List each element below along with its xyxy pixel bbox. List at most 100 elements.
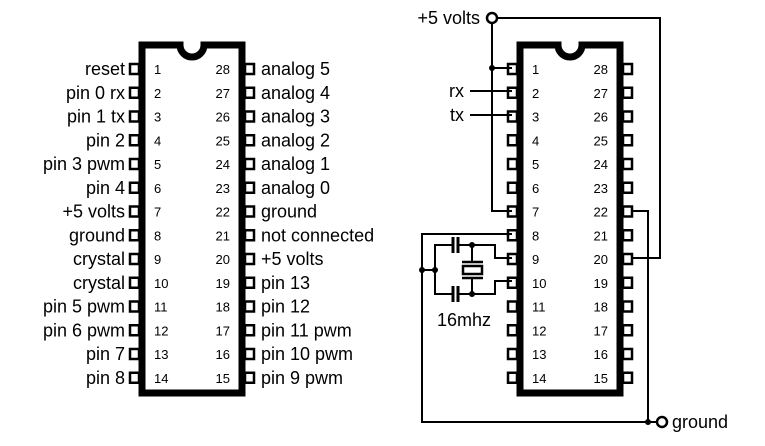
ground-label: ground [672,412,728,432]
pin-label: pin 6 pwm [43,320,125,340]
pin-right-17 [243,324,256,337]
pin-label: pin 2 [86,130,125,150]
pin-right-15 [243,371,256,384]
pin-number: 1 [532,62,539,77]
pin-number: 4 [154,133,161,148]
pin-number: 26 [594,110,608,125]
pin-left-3 [128,110,141,123]
pin-left-14 [128,371,141,384]
pin-number: 16 [594,347,608,362]
pin-label: analog 1 [261,154,330,174]
pin-number: 23 [216,181,230,196]
pin-left-3 [506,110,519,123]
pin-left-10 [128,276,141,289]
pin-right-25 [621,134,634,147]
pin-right-28 [621,62,634,76]
pin-number: 4 [532,133,539,148]
pin-number: 7 [532,205,539,220]
pin-number: 6 [154,181,161,196]
pin-number: 9 [532,252,539,267]
pin-number: 17 [594,323,608,338]
pin-label: ground [261,202,317,222]
pin-number: 21 [216,228,230,243]
pin-number: 25 [594,133,608,148]
pin-right-16 [621,347,634,361]
pin-number: 2 [532,86,539,101]
pin-number: 13 [154,347,168,362]
pin-right-15 [621,371,634,384]
pin-number: 22 [216,205,230,220]
pin-number: 1 [154,62,161,77]
pin-number: 13 [532,347,546,362]
crystal [461,242,484,297]
pin-number: 15 [216,371,230,386]
pin-right-23 [243,181,256,194]
pin-number: 3 [532,110,539,125]
pin-label: analog 3 [261,107,330,127]
pin-right-16 [243,347,256,361]
pin-number: 21 [594,228,608,243]
pin-label: pin 0 rx [66,83,125,103]
pin-label: pin 8 [86,368,125,388]
pin-right-27 [621,86,634,99]
pin-number: 17 [216,323,230,338]
pin-number: 5 [154,157,161,172]
pin-label: crystal [73,249,125,269]
pin-number: 10 [154,276,168,291]
pin-right-24 [243,157,256,171]
pin-left-9 [128,252,141,266]
pin-label: pin 3 pwm [43,154,125,174]
capacitor-bottom [451,286,460,302]
pin-number: 25 [216,133,230,148]
pin-right-25 [243,134,256,147]
pin-label: pin 11 pwm [261,320,352,340]
pin-number: 22 [594,205,608,220]
pin-label: reset [85,59,125,79]
pin-label: analog 2 [261,130,330,150]
pin-number: 26 [216,110,230,125]
pin-left-11 [506,300,519,313]
pin-label: analog 0 [261,178,330,198]
pin-left-5 [506,157,519,171]
pin-label: +5 volts [62,202,125,222]
pin-label: analog 4 [261,83,330,103]
pin-left-12 [128,324,141,337]
pin-right-20 [621,252,634,266]
pin-number: 27 [216,86,230,101]
pin-right-20 [243,252,256,266]
pin-label: analog 5 [261,59,330,79]
pin-label: not connected [261,225,374,245]
pin-label: pin 12 [261,297,310,317]
pin-number: 12 [532,323,546,338]
pin-left-7 [128,205,141,218]
pin-right-19 [621,276,634,289]
pin-label: pin 9 pwm [261,368,343,388]
pin-number: 18 [216,300,230,315]
pin-label: crystal [73,273,125,293]
pin-left-8 [506,229,519,242]
pin-number: 28 [216,62,230,77]
pin-left-4 [128,134,141,147]
pin-label: pin 1 tx [67,107,125,127]
pin-left-1 [128,62,141,76]
ground-terminal [655,415,669,429]
pin-right-18 [621,300,634,313]
pin-number: 10 [532,276,546,291]
tx-label: tx [450,105,464,125]
pin-number: 16 [216,347,230,362]
pin-left-4 [506,134,519,147]
pin-left-2 [506,86,519,99]
pin-number: 15 [594,371,608,386]
pin-label: +5 volts [261,249,324,269]
pin-right-22 [243,205,256,218]
pin-left-13 [506,347,519,361]
pin-number: 14 [154,371,168,386]
pin-left-10 [506,276,519,289]
pin-right-27 [243,86,256,99]
pin-number: 20 [594,252,608,267]
pin-right-17 [621,324,634,337]
pin-number: 11 [154,300,168,315]
